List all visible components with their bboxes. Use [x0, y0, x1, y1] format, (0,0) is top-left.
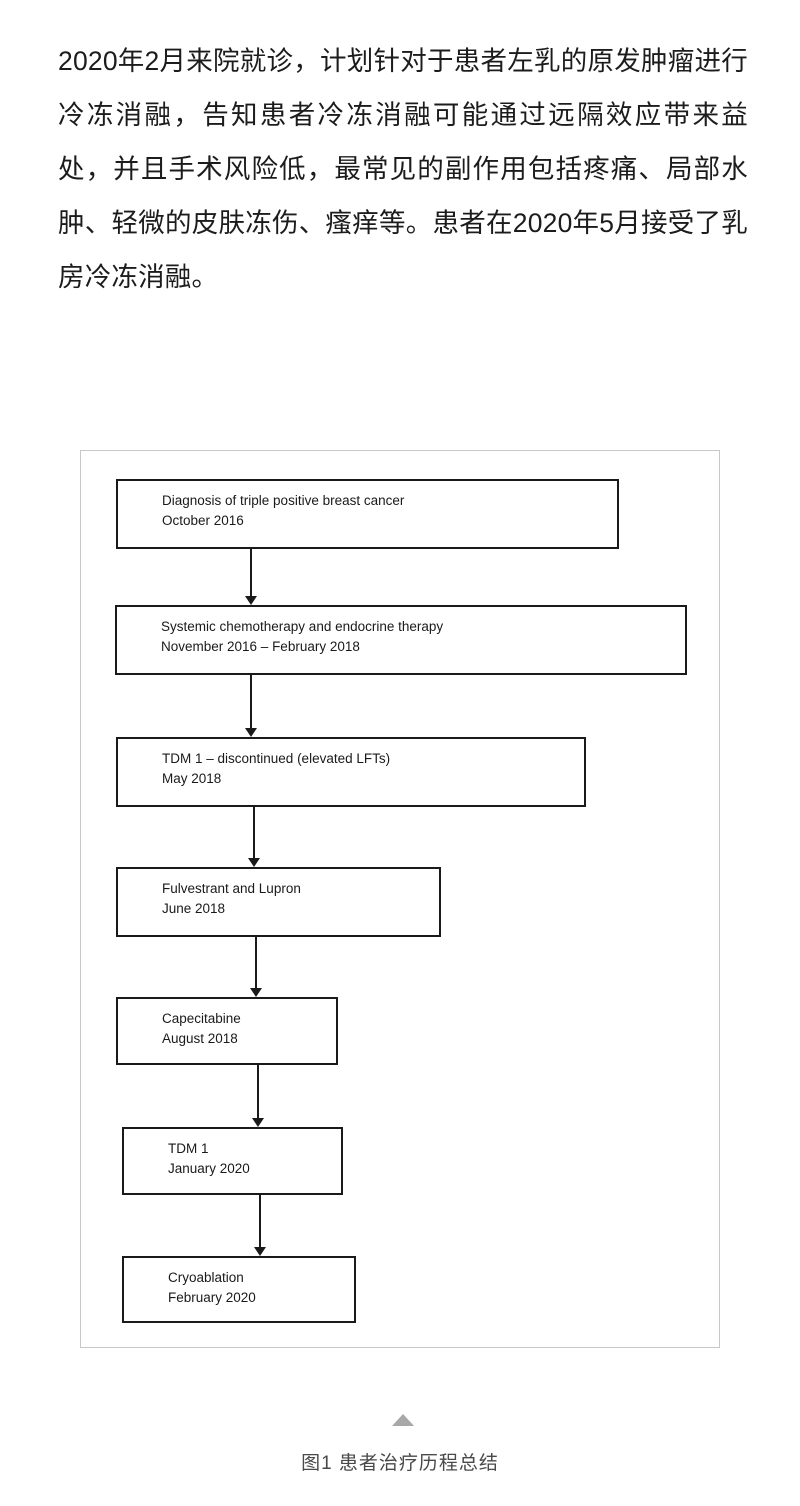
flow-node-date: May 2018 [162, 771, 222, 786]
treatment-timeline-flowchart: Diagnosis of triple positive breast canc… [81, 451, 721, 1349]
flow-node-fulvestrant-lupron[interactable]: Fulvestrant and Lupron June 2018 [116, 867, 441, 937]
flow-node-cryoablation[interactable]: Cryoablation February 2020 [122, 1256, 356, 1323]
flow-arrow-2 [244, 675, 258, 737]
flow-node-date: June 2018 [162, 901, 226, 916]
flow-arrow-6 [253, 1195, 267, 1256]
flow-node-title: Cryoablation [168, 1270, 244, 1285]
flow-node-tdm1[interactable]: TDM 1 January 2020 [122, 1127, 343, 1195]
flow-node-date: August 2018 [162, 1031, 238, 1046]
paragraph: 2020年2月来院就诊，计划针对于患者左乳的原发肿瘤进行冷冻消融，告知患者冷冻消… [58, 46, 748, 292]
flow-node-title: Diagnosis of triple positive breast canc… [162, 493, 405, 508]
figure-caption: 图1 患者治疗历程总结 [301, 1453, 499, 1474]
flow-node-capecitabine[interactable]: Capecitabine August 2018 [116, 997, 338, 1065]
flow-node-date: February 2020 [168, 1290, 256, 1305]
article-body: 2020年2月来院就诊，计划针对于患者左乳的原发肿瘤进行冷冻消融，告知患者冷冻消… [58, 34, 748, 304]
flow-node-chemotherapy[interactable]: Systemic chemotherapy and endocrine ther… [115, 605, 687, 675]
flow-arrow-4 [249, 937, 263, 997]
flow-node-diagnosis[interactable]: Diagnosis of triple positive breast canc… [116, 479, 619, 549]
flow-node-date: November 2016 – February 2018 [161, 639, 360, 654]
flow-node-title: Fulvestrant and Lupron [162, 881, 301, 896]
flow-node-date: October 2016 [162, 513, 244, 528]
flow-node-title: TDM 1 [168, 1141, 209, 1156]
flow-node-tdm1-discontinued[interactable]: TDM 1 – discontinued (elevated LFTs) May… [116, 737, 586, 807]
flow-node-title: TDM 1 – discontinued (elevated LFTs) [162, 751, 391, 766]
figure-container: Diagnosis of triple positive breast canc… [80, 450, 720, 1348]
flow-node-title: Capecitabine [162, 1011, 241, 1026]
flow-arrow-1 [244, 549, 258, 605]
flow-node-title: Systemic chemotherapy and endocrine ther… [161, 619, 444, 634]
flow-arrow-5 [251, 1065, 265, 1127]
triangle-up-icon[interactable] [392, 1414, 414, 1426]
flow-arrow-3 [247, 807, 261, 867]
flow-node-date: January 2020 [168, 1161, 250, 1176]
